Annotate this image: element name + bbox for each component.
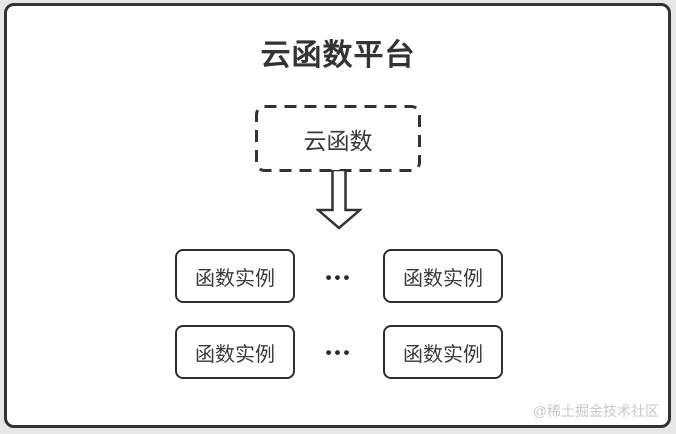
down-arrow-icon bbox=[316, 170, 362, 230]
ellipsis-dots: ••• bbox=[325, 268, 353, 287]
function-instance-node: 函数实例 bbox=[383, 325, 503, 379]
function-instance-node: 函数实例 bbox=[175, 249, 295, 303]
function-instance-node: 函数实例 bbox=[175, 325, 295, 379]
function-instance-node: 函数实例 bbox=[383, 249, 503, 303]
watermark: @稀土掘金技术社区 bbox=[532, 403, 659, 419]
cloud-function-label: 云函数 bbox=[303, 127, 373, 154]
ellipsis-dots: ••• bbox=[325, 343, 353, 362]
cloud-function-node: 云函数 bbox=[255, 105, 421, 172]
dashed-border bbox=[255, 105, 421, 172]
diagram-title: 云函数平台 bbox=[260, 39, 416, 72]
